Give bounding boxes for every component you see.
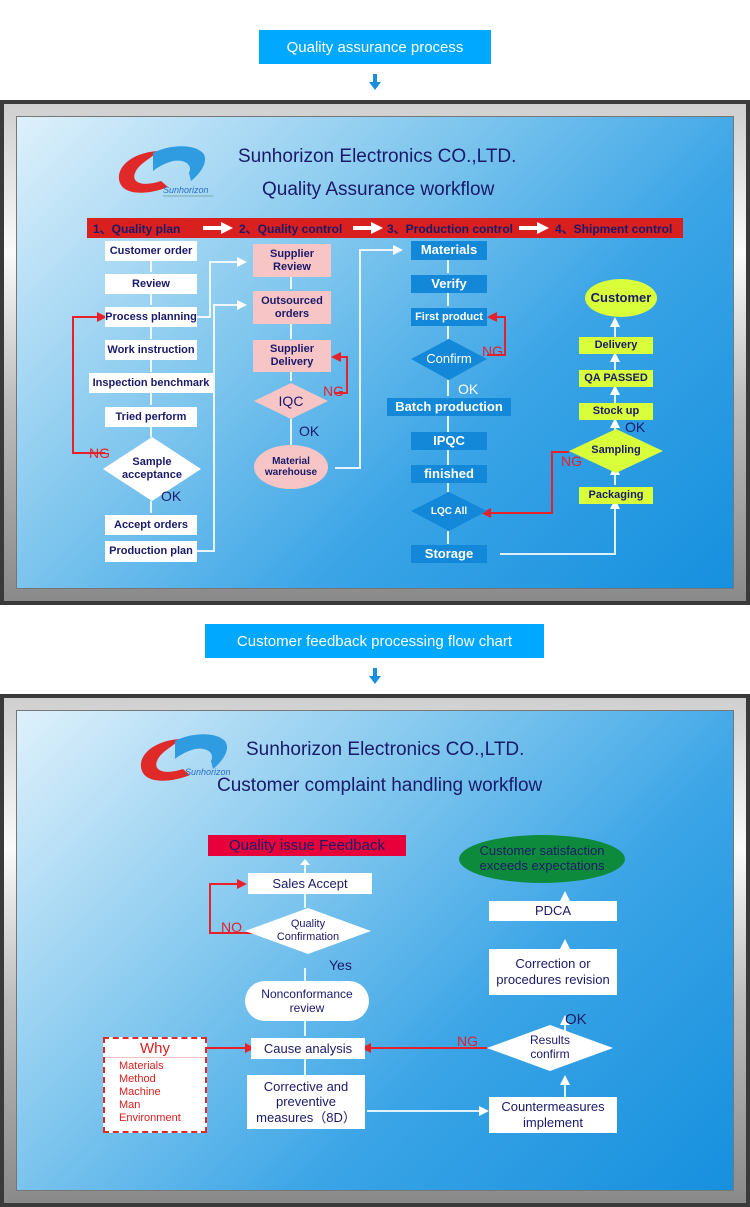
stage-1: 1、Quality plan (93, 222, 181, 236)
countermeasures-implement: Countermeasures implement (489, 1097, 617, 1133)
step-inspection-benchmark: Inspection benchmark (89, 373, 213, 393)
ng-label: NG (561, 453, 582, 469)
section-header-qa: Quality assurance process (259, 30, 491, 64)
step-batch-production: Batch production (387, 398, 511, 416)
qa-panel: Sunhorizon Sunhorizon Electronics CO.,LT… (16, 116, 734, 589)
step-first-product: First product (411, 308, 487, 326)
step-materials: Materials (411, 241, 487, 260)
decision-confirm (411, 339, 487, 380)
step-finished: finished (411, 465, 487, 483)
stage-4: 4、Shipment control (555, 222, 673, 236)
decision-lqc-all (411, 492, 487, 531)
decision-quality-confirmation (245, 908, 371, 954)
step-accept-orders: Accept orders (105, 515, 197, 535)
logo-text: Sunhorizon (163, 185, 209, 195)
customer-satisfaction: Customer satisfaction exceeds expectatio… (479, 843, 605, 873)
corrective-preventive-8d: Corrective and preventive measures（8D） (247, 1075, 365, 1129)
iqc-label: IQC (278, 392, 304, 409)
yes-label: Yes (329, 957, 352, 973)
sales-accept: Sales Accept (248, 873, 372, 894)
why-item: Environment (119, 1112, 181, 1124)
step-stock-up: Stock up (579, 403, 653, 420)
stage-arrow-icon (203, 222, 233, 234)
decision-iqc (254, 383, 328, 419)
logo-icon: Sunhorizon (140, 734, 231, 781)
why-item: Man (119, 1099, 141, 1111)
customer-ellipse (585, 279, 657, 317)
material-warehouse-ellipse (254, 445, 328, 489)
ng-label: NG (457, 1033, 478, 1049)
down-arrow-icon (369, 668, 381, 684)
satisfaction-ellipse (459, 835, 625, 883)
step-tried-perform: Tried perform (105, 407, 197, 427)
ng-label: NG (482, 343, 503, 359)
quality-confirmation-label: Quality Confirmation (276, 918, 340, 943)
ok-label: OK (299, 423, 320, 439)
correction-revision: Correction or procedures revision (489, 949, 617, 995)
ok-label: OK (161, 488, 182, 504)
results-confirm-label: Results confirm (529, 1033, 570, 1061)
ng-label: NG (89, 445, 110, 461)
workflow-title: Quality Assurance workflow (262, 179, 495, 200)
ok-label: OK (625, 419, 646, 435)
stage-2: 2、Quality control (239, 222, 343, 236)
confirm-label: Confirm (426, 350, 472, 366)
stage-arrow-icon (519, 222, 549, 234)
step-production-plan: Production plan (105, 541, 197, 562)
workflow-title: Customer complaint handling workflow (217, 775, 543, 796)
sample-acceptance-label: Sample acceptance (122, 456, 182, 481)
step-packaging: Packaging (579, 487, 653, 504)
section-header-feedback: Customer feedback processing flow chart (205, 624, 544, 658)
step-qa-passed: QA PASSED (579, 370, 653, 387)
step-work-instruction: Work instruction (105, 340, 197, 360)
lqc-all-label: LQC All (430, 506, 468, 518)
step-ipqc: IPQC (411, 432, 487, 450)
decision-sample-acceptance (103, 437, 201, 501)
step-storage: Storage (411, 545, 487, 563)
why-item: Machine (119, 1086, 161, 1098)
sampling-label: Sampling (591, 443, 641, 456)
ng-label: NG (323, 383, 344, 399)
stage-3: 3、Production control (387, 222, 514, 236)
stage-arrow-icon (353, 222, 383, 234)
quality-issue-feedback: Quality issue Feedback (208, 835, 406, 856)
company-name: Sunhorizon Electronics CO.,LTD. (246, 739, 525, 760)
nonconformance-review: Nonconformance review (245, 981, 369, 1021)
why-box: Why Materials Method Machine Man Environ… (103, 1037, 207, 1133)
company-name: Sunhorizon Electronics CO.,LTD. (238, 146, 517, 167)
step-supplier-delivery: Supplier Delivery (253, 340, 331, 372)
step-supplier-review: Supplier Review (253, 244, 331, 277)
logo-icon: Sunhorizon (118, 146, 213, 197)
no-label: NO (221, 919, 242, 935)
cause-analysis: Cause analysis (251, 1038, 365, 1059)
feedback-frame: Sunhorizon Sunhorizon Electronics CO.,LT… (0, 694, 750, 1207)
step-delivery: Delivery (579, 337, 653, 354)
decision-sampling (569, 429, 663, 473)
why-item: Method (119, 1073, 156, 1085)
ok-label: OK (565, 1011, 587, 1028)
why-title: Why (105, 1040, 205, 1058)
step-process-planning: Process planning (105, 307, 197, 327)
logo-text: Sunhorizon (185, 767, 231, 777)
feedback-panel: Sunhorizon Sunhorizon Electronics CO.,LT… (16, 710, 734, 1191)
decision-results-confirm (487, 1025, 613, 1071)
down-arrow-icon (369, 74, 381, 90)
qa-connectors (72, 245, 620, 555)
step-review: Review (105, 274, 197, 294)
step-material-warehouse: Material warehouse (264, 455, 318, 479)
step-verify: Verify (411, 275, 487, 293)
qa-frame: Sunhorizon Sunhorizon Electronics CO.,LT… (0, 100, 750, 605)
pdca: PDCA (489, 901, 617, 921)
step-customer-order: Customer order (105, 241, 197, 261)
why-item: Materials (119, 1060, 164, 1072)
ok-label: OK (458, 381, 479, 397)
stage-bar (87, 218, 683, 238)
step-outsourced-orders: Outsourced orders (253, 291, 331, 324)
step-customer: Customer (590, 289, 652, 305)
